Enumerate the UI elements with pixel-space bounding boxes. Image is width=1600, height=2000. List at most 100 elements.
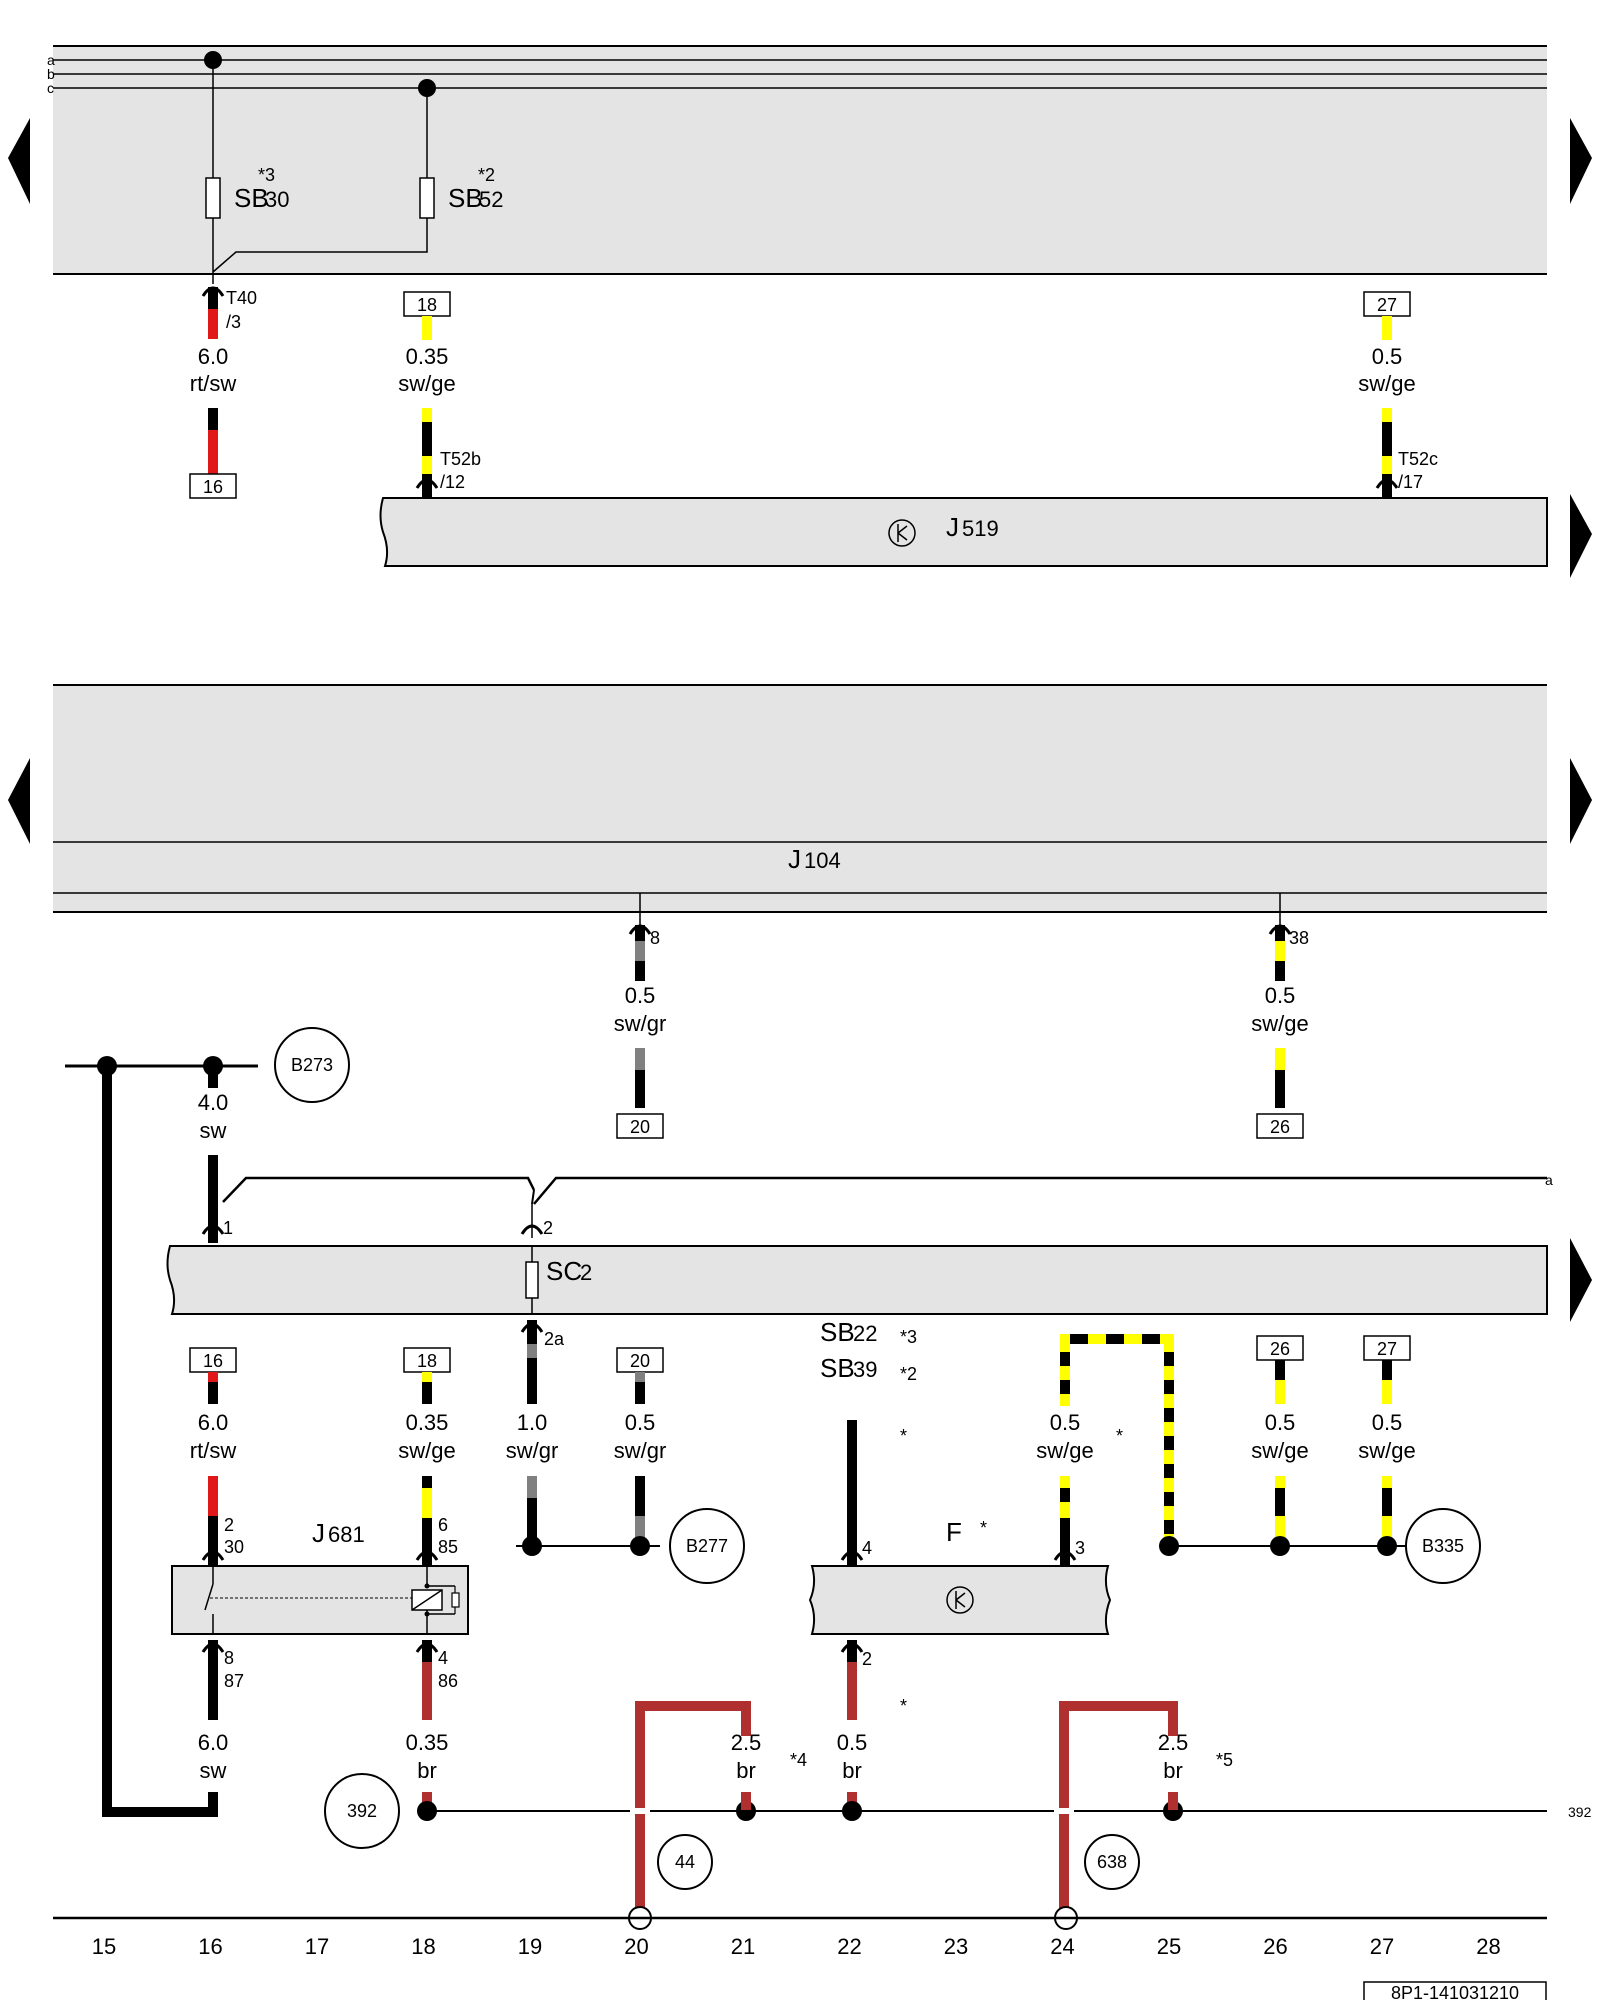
rail-c-label: c [47,80,54,96]
junction-dot [1159,1536,1179,1556]
wire-color: sw/ge [1358,1438,1415,1463]
wire-stripe [1164,1464,1174,1478]
wire-size: 0.35 [406,1410,449,1435]
sc-pin-2: 2 [543,1218,553,1238]
f-pin-2: 2 [862,1649,872,1669]
f-note: * [980,1518,987,1538]
wire-stripe [1106,1334,1124,1344]
grid-number: 23 [944,1934,968,1959]
wire-stripe [1060,1380,1070,1394]
ref-box-label: 26 [1270,1339,1290,1359]
page-next-arrow-icon[interactable] [1570,494,1592,578]
j519-code: J [946,512,959,542]
ref-box-label: 20 [630,1117,650,1137]
fuse-sb22-code: SB [820,1317,855,1347]
grid-number: 27 [1370,1934,1394,1959]
page-next-arrow-icon[interactable] [1570,758,1592,844]
ref-box-label: 16 [203,1351,223,1371]
wire-color: sw/ge [1358,371,1415,396]
wire-size: 0.5 [837,1730,868,1755]
fuse-box-panel [53,45,1547,275]
j681-pin-86: 86 [438,1671,458,1691]
grid-number: 17 [305,1934,329,1959]
wire-stripe [1164,1520,1174,1534]
fuse-sb39-code: SB [820,1353,855,1383]
j681-pin-87: 87 [224,1671,244,1691]
ref-circle-label: B335 [1422,1536,1464,1556]
wire-size: 2.5 [731,1730,762,1755]
wire-color: sw/ge [1251,1011,1308,1036]
wire-size: 6.0 [198,1730,229,1755]
page-prev-arrow-icon[interactable] [8,118,30,204]
connector-t52c-label: T52c [1398,449,1438,469]
ref-box [1363,291,1411,317]
wire-stripe [1164,1380,1174,1394]
ref-circle-b273 [274,1027,350,1103]
j104-pin-38: 38 [1289,928,1309,948]
fuse-sb30 [205,177,221,219]
wire-size: 0.35 [406,1730,449,1755]
j681-pin-6: 6 [438,1515,448,1535]
note-star: * [900,1696,907,1716]
wire-stripe [1164,1436,1174,1450]
j681-pin-2: 2 [224,1515,234,1535]
ref-box-label: 16 [203,477,223,497]
document-id: 8P1-141031210 [1391,1983,1519,2000]
wire-color: br [417,1758,437,1783]
ref-box [616,1113,664,1139]
wire-stripe [1142,1334,1160,1344]
junction-dot [1270,1536,1290,1556]
page-next-arrow-icon[interactable] [1570,1238,1592,1322]
control-unit-j104 [53,685,1547,913]
grid-number: 18 [411,1934,435,1959]
j681-pin-4: 4 [438,1648,448,1668]
fuse-sb30-sub: 30 [265,187,289,212]
j681-pin-30: 30 [224,1537,244,1557]
wire-size: 4.0 [198,1090,229,1115]
connector-pin [520,1224,544,1235]
ref-box-label: 20 [630,1351,650,1371]
fuse-sb22-note: *3 [900,1327,917,1347]
electronic-symbol-icon [946,1586,974,1614]
j104-sub: 104 [804,848,841,873]
grid-number: 19 [518,1934,542,1959]
connector-t52b-label: T52b [440,449,481,469]
ref-box-label: 26 [1270,1117,1290,1137]
control-unit-j519 [379,497,1548,567]
wire-stripe [1164,1408,1174,1422]
junction-dot [842,1801,862,1821]
wire-stripe [1164,1492,1174,1506]
grid-number: 25 [1157,1934,1181,1959]
j681-code: J [312,1518,325,1548]
rail-b-label: b [47,66,55,82]
f-code: F [946,1517,962,1547]
wire-color: rt/sw [190,371,237,396]
ref-circle-label: B277 [686,1536,728,1556]
j681-pin-8: 8 [224,1648,234,1668]
wire-stripe [1070,1334,1088,1344]
wire-color: sw/ge [1251,1438,1308,1463]
wire-color: sw/gr [506,1438,559,1463]
ref-circle-label: B273 [291,1055,333,1075]
edge-ref-392: 392 [1568,1804,1592,1820]
fuse-sb52-code: SB [448,183,483,213]
ref-circle-44 [657,1834,713,1890]
ref-circle-label: 44 [675,1852,695,1872]
ref-circle-392 [324,1773,400,1849]
ref-circle-638 [1084,1834,1140,1890]
connector-t40-label: T40 [226,288,257,308]
page-prev-arrow-icon[interactable] [8,758,30,844]
wire-color: br [842,1758,862,1783]
ref-circle-label: 638 [1097,1852,1127,1872]
fuse-sb39-sub: 39 [853,1357,877,1382]
wire-color: sw/ge [398,371,455,396]
page-next-arrow-icon[interactable] [1570,118,1592,204]
ref-box-label: 18 [417,1351,437,1371]
wire-size: 0.5 [1265,1410,1296,1435]
ref-box-label: 18 [417,295,437,315]
junction-dot [417,1801,437,1821]
ref-box [189,473,237,499]
j104-pin-8: 8 [650,928,660,948]
wire-size: 0.5 [1372,1410,1403,1435]
